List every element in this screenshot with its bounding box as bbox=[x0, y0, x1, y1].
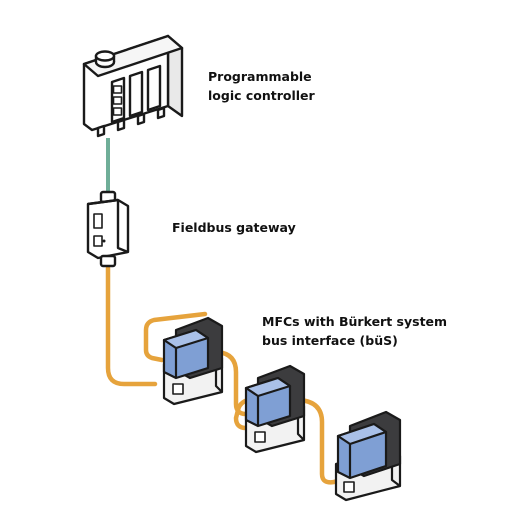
plc-label-line1: Programmable bbox=[208, 69, 312, 84]
mfc-label-line1: MFCs with Bürkert system bbox=[262, 314, 448, 329]
plc-label-line2: logic controller bbox=[208, 88, 315, 103]
plc-icon bbox=[82, 34, 184, 138]
mfc-icon bbox=[244, 364, 306, 454]
mfc-icon bbox=[334, 410, 402, 502]
mfc-label-line2: bus interface (büS) bbox=[262, 333, 398, 348]
gateway-label: Fieldbus gateway bbox=[172, 220, 296, 235]
bus-cable bbox=[105, 265, 349, 485]
mfc-icon bbox=[162, 316, 224, 406]
gateway-icon bbox=[86, 190, 130, 268]
